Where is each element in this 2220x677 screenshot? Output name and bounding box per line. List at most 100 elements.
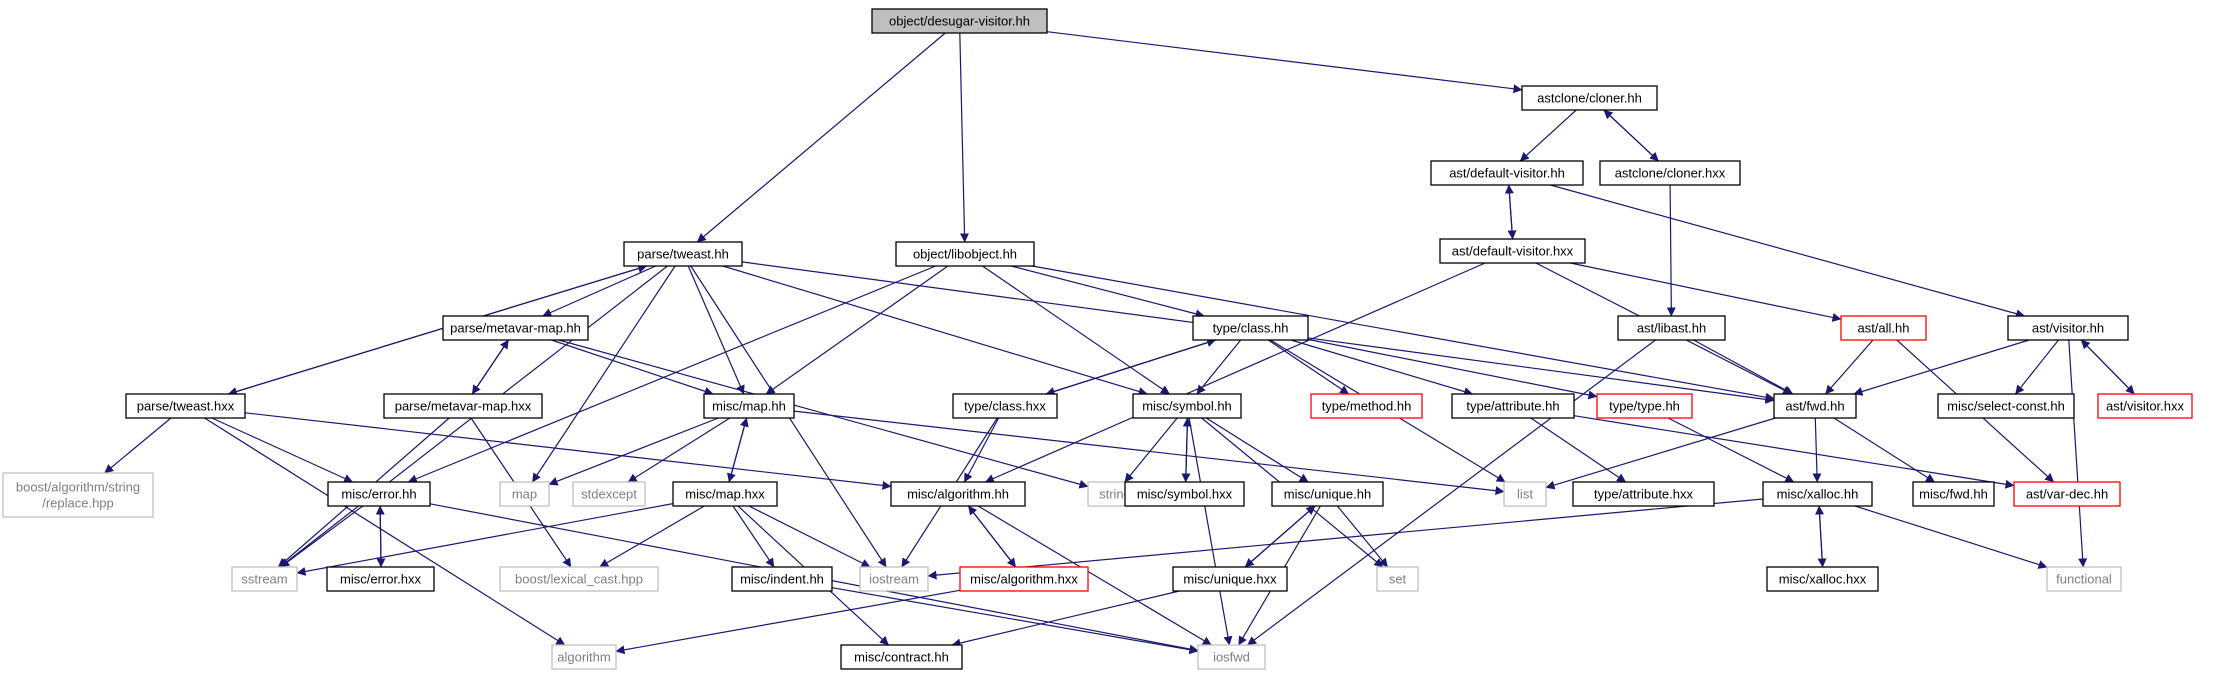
node-visitor-hxx[interactable]: ast/visitor.hxx: [2097, 393, 2193, 419]
edge-defvis-hxx-to-defvis-hh: [1504, 184, 1514, 240]
edge-visitor-hh-to-functional: [2068, 339, 2088, 568]
edge-unique-hxx-to-unique-hh: [1244, 505, 1316, 568]
node-box: [1271, 481, 1384, 507]
edge-tweast-hxx-to-error-hh: [211, 417, 354, 483]
node-contract[interactable]: misc/contract.hh: [840, 644, 963, 670]
node-box: [1124, 481, 1245, 507]
node-label: sstream: [241, 572, 287, 587]
node-box: [952, 393, 1058, 419]
node-label: misc/map.hxx: [685, 487, 765, 502]
edge-xalloc-hh-to-functional: [1854, 505, 2048, 569]
node-box: [1762, 481, 1873, 507]
edge-unique-hxx-to-contract: [951, 590, 1180, 648]
edge-all-to-fwd-hh: [1825, 339, 1874, 395]
edge-visitor-hh-to-select-const: [2015, 339, 2059, 395]
edge-algorithm-hh-to-iosfwd: [977, 505, 1212, 646]
node-method[interactable]: type/method.hh: [1310, 393, 1423, 419]
node-box: [1197, 644, 1266, 670]
node-unique-hh[interactable]: misc/unique.hh: [1271, 481, 1384, 507]
node-label: type/type.hh: [1609, 399, 1680, 414]
node-algorithm-hxx[interactable]: misc/algorithm.hxx: [959, 566, 1089, 592]
node-label: misc/xalloc.hxx: [1779, 572, 1867, 587]
edge-libobject-to-fwd-hh: [1031, 265, 1775, 402]
node-root[interactable]: object/desugar-visitor.hh: [871, 8, 1048, 34]
node-set: set: [1376, 566, 1419, 592]
node-box: [1172, 566, 1288, 592]
node-box: [1617, 315, 1726, 341]
node-symbol-hh[interactable]: misc/symbol.hh: [1132, 393, 1242, 419]
node-xalloc-hh[interactable]: misc/xalloc.hh: [1762, 481, 1873, 507]
node-label: ast/visitor.hh: [2032, 321, 2104, 336]
node-cloner-hxx[interactable]: astclone/cloner.hxx: [1599, 160, 1741, 186]
node-unique-hxx[interactable]: misc/unique.hxx: [1172, 566, 1288, 592]
node-map-hxx[interactable]: misc/map.hxx: [672, 481, 778, 507]
node-tweast-hh[interactable]: parse/tweast.hh: [623, 241, 743, 267]
edge-visitor-hh-to-fwd-hh: [1853, 339, 2030, 396]
node-class-hxx[interactable]: type/class.hxx: [952, 393, 1058, 419]
node-box: [2013, 481, 2121, 507]
edge-metavar-hh-to-string: [558, 339, 1089, 489]
node-box: [327, 481, 431, 507]
edge-map-hh-to-map: [548, 417, 719, 486]
node-defvis-hh[interactable]: ast/default-visitor.hh: [1430, 160, 1584, 186]
node-box: [442, 315, 589, 341]
node-box: [1503, 481, 1547, 507]
node-box: [871, 8, 1048, 34]
node-type-hh[interactable]: type/type.hh: [1596, 393, 1693, 419]
edge-type-hh-to-xalloc-hh: [1667, 417, 1795, 483]
node-sstream: sstream: [231, 566, 298, 592]
node-var-dec[interactable]: ast/var-dec.hh: [2013, 481, 2121, 507]
edge-fwd-hh-to-misc-fwd: [1833, 417, 1935, 483]
node-all[interactable]: ast/all.hh: [1840, 315, 1927, 341]
node-class-hh[interactable]: type/class.hh: [1192, 315, 1309, 341]
node-libobject[interactable]: object/libobject.hh: [895, 241, 1035, 267]
edge-map-hh-to-list: [793, 410, 1505, 496]
node-label: boost/algorithm/string/replace.hpp: [16, 480, 140, 511]
node-symbol-hxx[interactable]: misc/symbol.hxx: [1124, 481, 1245, 507]
node-select-const[interactable]: misc/select-const.hh: [1937, 393, 2075, 419]
node-metavar-hxx[interactable]: parse/metavar-map.hxx: [383, 393, 543, 419]
node-libast[interactable]: ast/libast.hh: [1617, 315, 1726, 341]
edge-attribute-hh-to-var-dec: [1573, 415, 2015, 489]
node-misc-fwd[interactable]: misc/fwd.hh: [1912, 481, 1995, 507]
edge-cloner-hh-to-defvis-hh: [1519, 109, 1577, 162]
node-box: [959, 566, 1089, 592]
node-list: list: [1503, 481, 1547, 507]
node-label: ast/visitor.hxx: [2106, 399, 2185, 414]
node-box: [840, 644, 963, 670]
node-xalloc-hxx[interactable]: misc/xalloc.hxx: [1766, 566, 1879, 592]
edge-libobject-to-class-hh: [1011, 265, 1205, 319]
edge-defvis-hxx-to-all: [1570, 262, 1842, 322]
node-tweast-hxx[interactable]: parse/tweast.hxx: [125, 393, 246, 419]
node-indent[interactable]: misc/indent.hh: [731, 566, 833, 592]
node-box: [890, 481, 1026, 507]
node-label: misc/xalloc.hh: [1777, 487, 1859, 502]
node-algorithm-hh[interactable]: misc/algorithm.hh: [890, 481, 1026, 507]
edge-libobject-to-map-hh: [765, 265, 949, 395]
node-algorithm: algorithm: [551, 644, 617, 670]
edge-map-hxx-to-indent: [732, 505, 775, 568]
node-defvis-hxx[interactable]: ast/default-visitor.hxx: [1439, 238, 1586, 264]
node-label: ast/var-dec.hh: [2026, 487, 2108, 502]
node-label: type/attribute.hh: [1466, 399, 1559, 414]
node-label: type/attribute.hxx: [1594, 487, 1693, 502]
node-map-hh[interactable]: misc/map.hh: [703, 393, 795, 419]
edge-tweast-hh-to-map-hh: [687, 265, 745, 395]
node-box: [1310, 393, 1423, 419]
node-label: object/libobject.hh: [913, 247, 1017, 262]
node-box: [1572, 481, 1715, 507]
node-label: boost/lexical_cast.hpp: [515, 572, 643, 587]
node-error-hxx[interactable]: misc/error.hxx: [326, 566, 435, 592]
node-attribute-hh[interactable]: type/attribute.hh: [1451, 393, 1575, 419]
node-error-hh[interactable]: misc/error.hh: [327, 481, 431, 507]
node-label: type/class.hxx: [964, 399, 1046, 414]
node-metavar-hh[interactable]: parse/metavar-map.hh: [442, 315, 589, 341]
node-label: map: [512, 487, 537, 502]
edge-symbol-hh-to-unique-hh: [1205, 417, 1309, 483]
node-fwd-hh[interactable]: ast/fwd.hh: [1773, 393, 1857, 419]
node-cloner-hh[interactable]: astclone/cloner.hh: [1521, 85, 1658, 111]
node-visitor-hh[interactable]: ast/visitor.hh: [2007, 315, 2129, 341]
node-label: misc/indent.hh: [740, 572, 824, 587]
edge-class-hh-to-type-hh: [1307, 338, 1598, 400]
node-attribute-hxx[interactable]: type/attribute.hxx: [1572, 481, 1715, 507]
